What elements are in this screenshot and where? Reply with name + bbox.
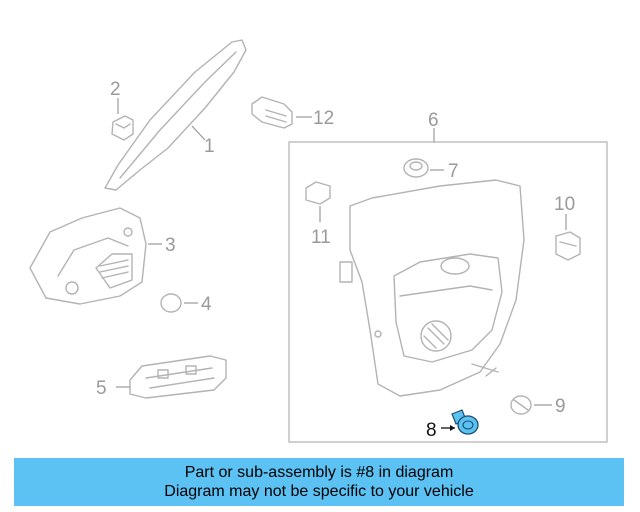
callout-1: 1 — [204, 136, 215, 157]
callout-11: 11 — [311, 227, 331, 248]
callout-8: 8 — [426, 420, 437, 441]
part-11-retainer — [305, 181, 331, 205]
part-12-vent — [251, 96, 293, 129]
callout-9: 9 — [555, 396, 566, 417]
part-info-banner: Part or sub-assembly is #8 in diagram Di… — [14, 458, 624, 506]
leader-8-arrow — [450, 425, 455, 431]
callout-5: 5 — [96, 378, 107, 399]
part-10-clip — [555, 231, 581, 261]
banner-line-1: Part or sub-assembly is #8 in diagram — [184, 464, 454, 481]
callout-7: 7 — [448, 161, 459, 182]
callout-6: 6 — [428, 110, 439, 131]
part-6-trim-panel — [339, 179, 525, 397]
part-5-bracket — [129, 355, 227, 399]
callout-2: 2 — [110, 79, 121, 100]
part-8-bolt — [451, 409, 479, 435]
part-4-plug — [160, 293, 182, 313]
assembly-6-frame — [288, 141, 608, 443]
part-3-quarter-trim — [29, 207, 147, 305]
part-7-grommet — [403, 158, 429, 178]
callout-3: 3 — [165, 235, 176, 256]
parts-diagram: 1 2 12 3 4 5 6 — [29, 39, 608, 443]
part-2-clip — [111, 115, 134, 141]
banner-line-2: Diagram may not be specific to your vehi… — [164, 483, 474, 500]
callout-4: 4 — [201, 294, 212, 315]
leader-1 — [191, 125, 206, 141]
part-1-pillar-trim — [104, 39, 247, 191]
callout-10: 10 — [554, 194, 575, 215]
part-9-pushpin — [510, 395, 532, 415]
callout-12: 12 — [313, 108, 334, 129]
